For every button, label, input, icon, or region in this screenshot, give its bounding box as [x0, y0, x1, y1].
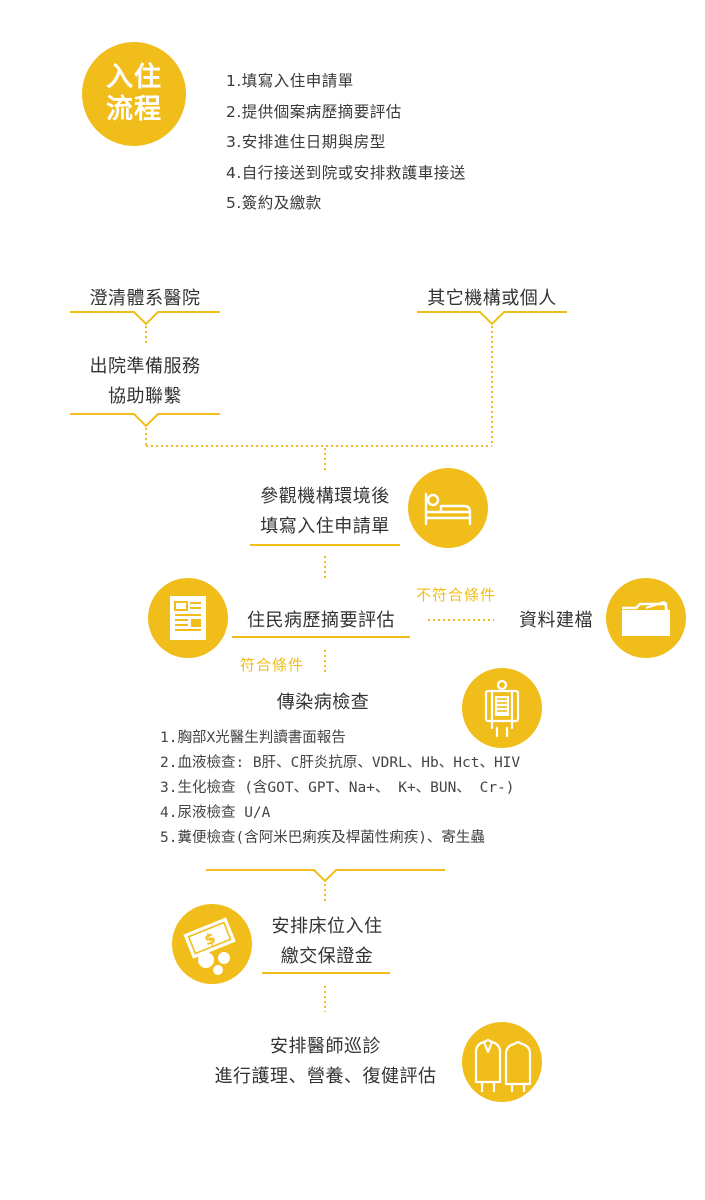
discharge-line-1: 出院準備服務 — [89, 356, 201, 377]
archive-step: 資料建檔 — [519, 610, 593, 631]
source-other: 其它機構或個人 — [427, 288, 557, 309]
title-line-2: 流程 — [106, 94, 162, 125]
list-item: 3.生化檢查 (含GOT、GPT、Na+、 K+、BUN、 Cr-) — [160, 780, 515, 796]
list-item: 2.提供個案病歷摘要評估 — [226, 102, 402, 121]
money-icon: $ — [172, 904, 252, 984]
list-item: 5.糞便檢查(含阿米巴痢疾及桿菌性痢疾)、寄生蟲 — [160, 830, 485, 846]
doctor-line-1: 安排醫師巡診 — [270, 1036, 381, 1057]
list-item: 4.自行接送到院或安排救護車接送 — [226, 163, 466, 182]
folder-icon — [606, 578, 686, 658]
not-qualified-label: 不符合條件 — [416, 586, 497, 604]
checks-divider — [206, 869, 445, 883]
list-item: 1.填寫入住申請單 — [226, 72, 354, 90]
doctor-line-2: 進行護理、營養、復健評估 — [214, 1066, 437, 1087]
visit-line-2: 填寫入住申請單 — [260, 516, 390, 537]
title-line-1: 入住 — [106, 62, 162, 93]
source-right-underline — [417, 311, 567, 326]
discharge-line-2: 協助聯繫 — [108, 386, 182, 407]
bed-line-2: 繳交保證金 — [280, 946, 374, 967]
source-left-underline — [70, 311, 220, 326]
list-item: 4.尿液檢查 U/A — [160, 805, 271, 821]
admission-steps-list: 1.填寫入住申請單 2.提供個案病歷摘要評估 3.安排進住日期與房型 4.自行接… — [226, 66, 466, 219]
document-icon — [148, 578, 228, 658]
infection-title: 傳染病檢查 — [276, 692, 370, 713]
visit-line-1: 參觀機構環境後 — [260, 486, 390, 507]
list-item: 3.安排進住日期與房型 — [226, 133, 386, 151]
assessment-step: 住民病歷摘要評估 — [247, 610, 395, 631]
list-item: 1.胸部X光醫生判讀書面報告 — [160, 730, 346, 746]
visit-step: 參觀機構環境後 填寫入住申請單 — [240, 482, 410, 542]
source-hospital: 澄清體系醫院 — [89, 288, 201, 309]
doctor-nurse-icon — [462, 1022, 542, 1102]
bed-icon — [408, 468, 488, 548]
infection-checks-list: 1.胸部X光醫生判讀書面報告 2.血液檢查: B肝、C肝炎抗原、VDRL、Hb、… — [160, 726, 520, 851]
bed-step: 安排床位入住 繳交保證金 — [252, 912, 402, 972]
xray-icon — [462, 668, 542, 748]
doctor-step: 安排醫師巡診 進行護理、營養、復健評估 — [188, 1032, 463, 1092]
list-item: 5.簽約及繳款 — [226, 194, 322, 212]
discharge-service: 出院準備服務 協助聯繫 — [70, 352, 220, 412]
title-badge: 入住 流程 — [82, 42, 186, 146]
bed-line-1: 安排床位入住 — [271, 916, 383, 937]
qualified-label: 符合條件 — [240, 656, 305, 674]
list-item: 2.血液檢查: B肝、C肝炎抗原、VDRL、Hb、Hct、HIV — [160, 755, 521, 771]
discharge-underline — [70, 413, 220, 428]
